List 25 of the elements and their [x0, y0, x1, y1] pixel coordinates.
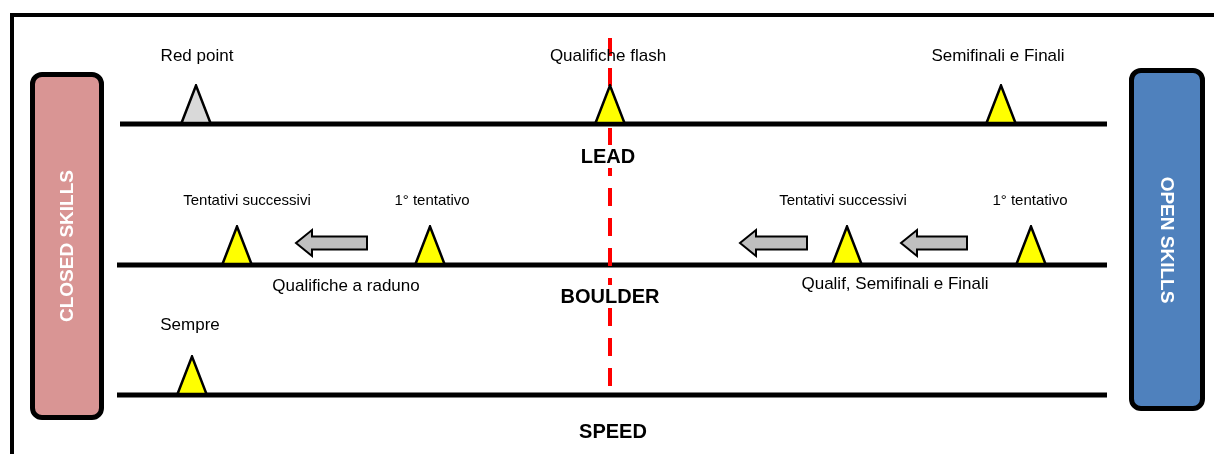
block-arrow: [738, 227, 808, 259]
block-arrow: [899, 227, 968, 259]
marker-caption: 1° tentativo: [992, 191, 1068, 208]
panel-title: CLOSED SKILLS: [56, 170, 78, 322]
skill-panel: [1129, 68, 1205, 411]
triangle-marker: [221, 225, 253, 265]
panel-title: OPEN SKILLS: [1156, 176, 1178, 303]
triangle-marker: [594, 84, 626, 124]
axis-note: Qualifiche a raduno: [272, 276, 420, 296]
triangle-marker: [985, 84, 1017, 124]
triangle-marker: [831, 225, 863, 265]
marker-caption: Tentativi successivi: [183, 191, 311, 208]
marker-caption: Red point: [160, 46, 234, 66]
triangle-marker: [414, 225, 446, 265]
triangle-marker: [1015, 225, 1047, 265]
triangle-marker: [180, 84, 212, 124]
marker-caption: Tentativi successivi: [779, 191, 907, 208]
skill-panel: [30, 72, 104, 420]
block-arrow: [294, 227, 368, 259]
triangle-marker: [176, 355, 208, 395]
marker-caption: Qualifiche flash: [549, 46, 667, 66]
marker-caption: 1° tentativo: [394, 191, 470, 208]
axis-note: Qualif, Semifinali e Finali: [801, 274, 989, 294]
marker-caption: Sempre: [160, 315, 220, 335]
marker-caption: Semifinali e Finali: [931, 46, 1065, 66]
